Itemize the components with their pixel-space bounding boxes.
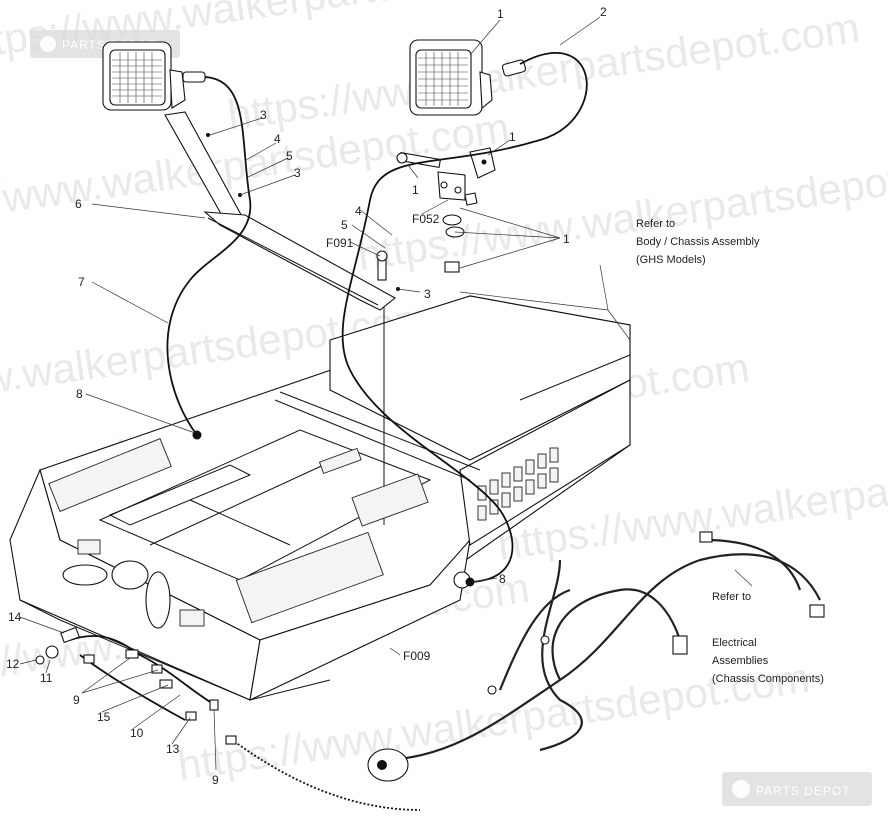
vent-grille xyxy=(477,447,559,521)
callout-f091: F091 xyxy=(326,236,354,250)
callout-6: 6 xyxy=(75,197,82,211)
callout-1: 1 xyxy=(412,183,419,197)
callout-9: 9 xyxy=(212,773,219,787)
callout-14: 14 xyxy=(8,610,22,624)
work-light-left xyxy=(102,41,206,111)
callout-12: 12 xyxy=(6,657,20,671)
callout-2: 2 xyxy=(600,5,607,19)
callout-3: 3 xyxy=(424,287,431,301)
electrical-harness xyxy=(367,531,825,782)
elec-note-line-4: (Chassis Components) xyxy=(712,673,824,685)
callout-4: 4 xyxy=(355,204,362,218)
body-note-line-1: Refer to xyxy=(636,218,675,230)
badge-text: PARTS DEPOT xyxy=(756,784,851,798)
callout-7: 7 xyxy=(78,275,85,289)
leader-lines xyxy=(19,16,753,771)
callout-8: 8 xyxy=(76,387,83,401)
grommet-8b xyxy=(465,577,475,587)
callout-1: 1 xyxy=(563,232,570,246)
callout-9: 9 xyxy=(73,693,80,707)
light-bracket xyxy=(164,111,400,311)
work-light-right xyxy=(409,39,527,116)
badge-bottom-right: PARTS DEPOT xyxy=(722,772,872,806)
callout-15: 15 xyxy=(97,710,111,724)
callout-f009: F009 xyxy=(403,649,431,663)
chassis-body xyxy=(9,295,631,701)
callouts: 1 2 3 4 5 3 1 1 F052 1 6 4 5 F091 3 7 8 … xyxy=(6,5,607,787)
callout-10: 10 xyxy=(130,726,144,740)
callout-5: 5 xyxy=(286,149,293,163)
elec-note-line-1: Refer to xyxy=(712,591,751,603)
body-reference-note: Refer to Body / Chassis Assembly (GHS Mo… xyxy=(636,218,760,266)
callout-3: 3 xyxy=(260,108,267,122)
elec-note-line-2: Electrical xyxy=(712,637,757,649)
body-note-line-2: Body / Chassis Assembly xyxy=(636,236,760,248)
watermark-url-2: https://www.walkerpartsdepot.com xyxy=(225,4,863,139)
callout-5: 5 xyxy=(341,218,348,232)
switch-harness xyxy=(35,626,237,745)
electrical-reference-note: Refer to Electrical Assemblies (Chassis … xyxy=(712,591,824,685)
callout-8: 8 xyxy=(499,572,506,586)
callout-11: 11 xyxy=(40,671,53,685)
grommet-8a xyxy=(192,430,202,440)
callout-1: 1 xyxy=(497,7,504,21)
callout-f052: F052 xyxy=(412,212,440,226)
hardware-group xyxy=(376,147,496,281)
elec-note-line-3: Assemblies xyxy=(712,655,769,667)
callout-1: 1 xyxy=(509,130,516,144)
callout-13: 13 xyxy=(166,742,180,756)
callout-4: 4 xyxy=(274,132,281,146)
body-note-line-3: (GHS Models) xyxy=(636,254,706,266)
callout-3: 3 xyxy=(294,166,301,180)
